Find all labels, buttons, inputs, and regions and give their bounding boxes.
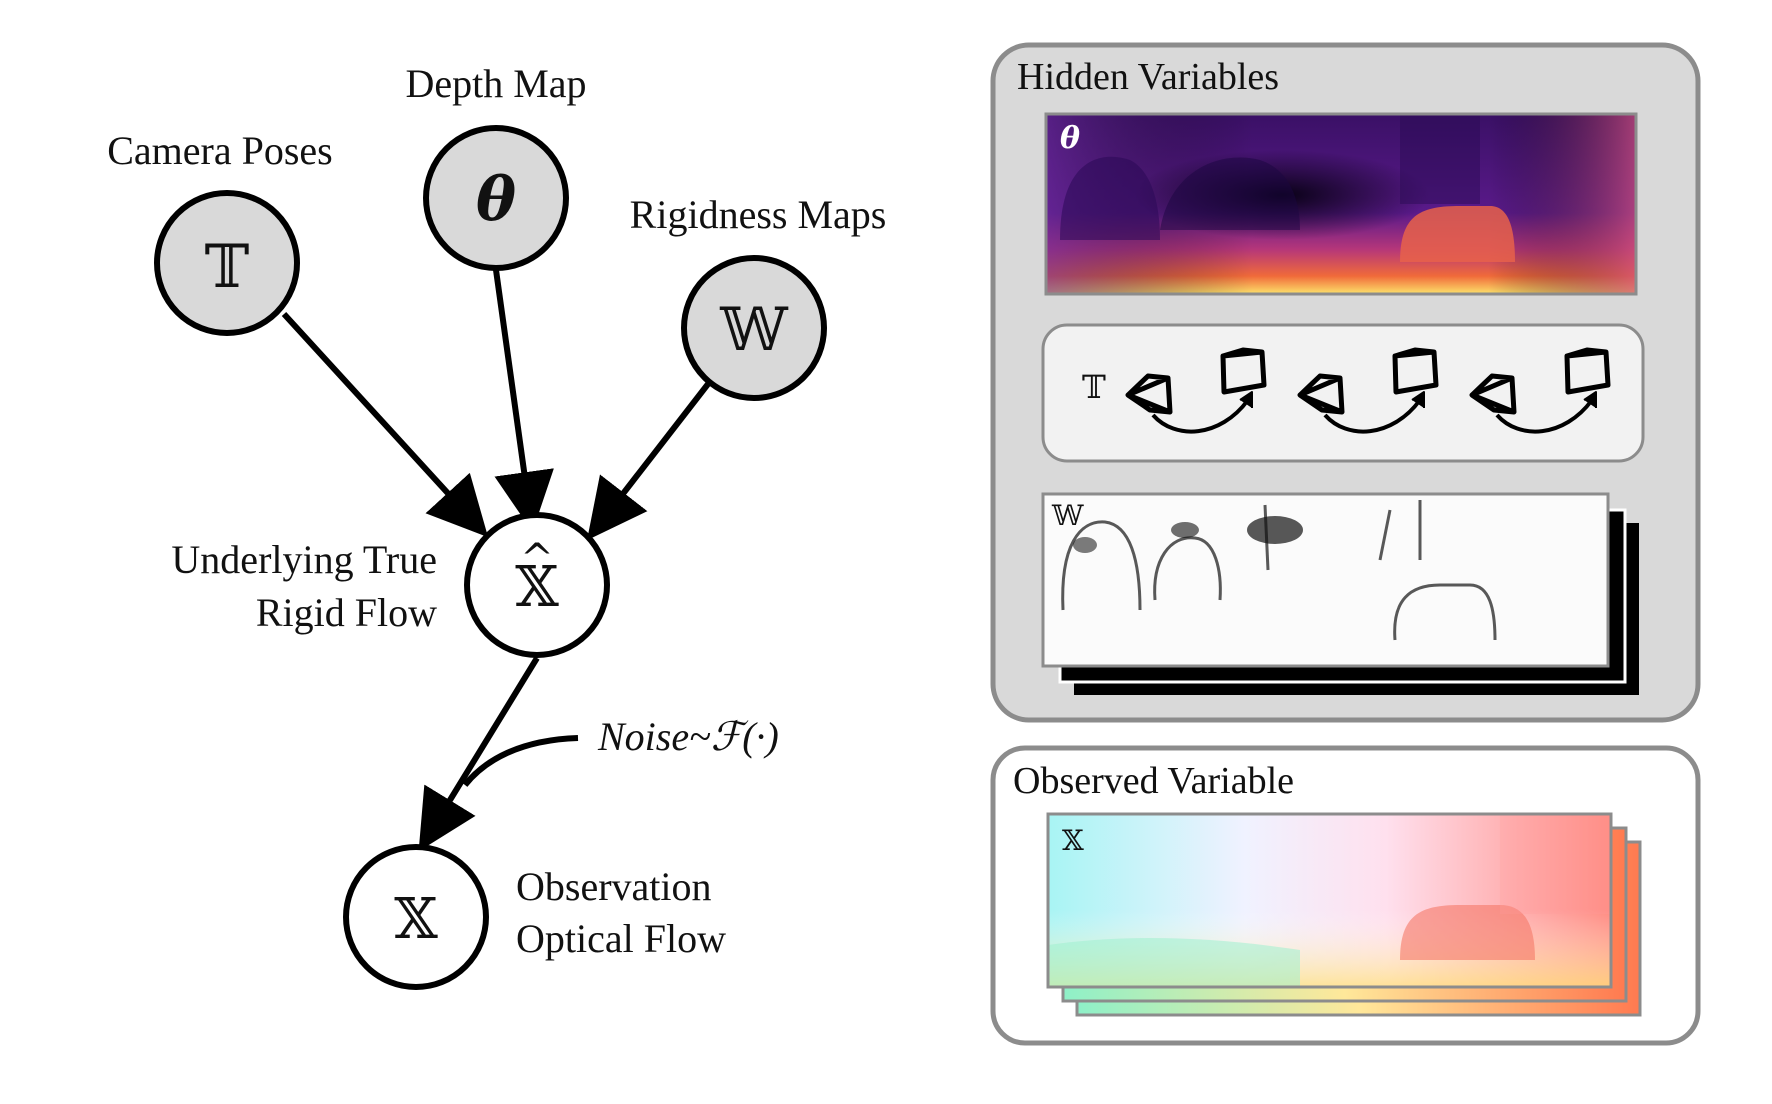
camera-poses-node	[154, 190, 300, 336]
true-rigid-flow-symbol: 𝕏	[515, 555, 559, 620]
true-rigid-flow-label-line2: Rigid Flow	[256, 590, 437, 635]
edge-true-flow-to-observation	[418, 656, 540, 852]
observation-flow-node	[343, 844, 489, 990]
noise-label: Noise~ℱ(·)	[597, 714, 779, 759]
observed-variable-title: Observed Variable	[1013, 760, 1294, 802]
noise-curve-arrow	[462, 735, 579, 787]
hidden-variables-title: Hidden Variables	[1017, 56, 1279, 98]
camera-pair-2	[1297, 347, 1439, 434]
flow-image-tag: 𝕏	[1062, 824, 1084, 857]
camera-poses-label: Camera Poses	[107, 128, 333, 173]
edge-camera-to-true-flow	[281, 311, 489, 538]
depth-map-symbol: θ	[476, 165, 516, 235]
observation-flow-label-line2: Optical Flow	[516, 916, 726, 961]
rigidness-maps-label: Rigidness Maps	[630, 192, 887, 237]
edge-depth-to-true-flow	[493, 269, 554, 532]
rigidness-maps-stack	[1041, 492, 1639, 695]
observation-flow-label-line1: Observation	[516, 864, 712, 909]
camera-poses-symbol: 𝕋	[205, 232, 250, 302]
rigidness-maps-node	[681, 255, 827, 401]
rigidness-maps-symbol: 𝕎	[719, 295, 789, 365]
true-rigid-flow-hat: ^	[520, 536, 554, 582]
depth-map-node	[423, 125, 569, 271]
depth-image-tag: θ	[1060, 121, 1080, 156]
true-rigid-flow-node	[464, 512, 610, 658]
camera-pair-1	[1125, 347, 1267, 434]
depth-map-image	[1044, 112, 1638, 296]
optical-flow-stack	[1046, 812, 1642, 1017]
pose-strip-tag: 𝕋	[1082, 368, 1106, 406]
edge-rigidness-to-true-flow	[586, 382, 711, 541]
depth-map-label: Depth Map	[405, 61, 586, 106]
true-rigid-flow-label-line1: Underlying True	[171, 537, 437, 582]
rigidness-image-tag: 𝕎	[1051, 499, 1084, 532]
observation-flow-symbol: 𝕏	[394, 887, 438, 952]
camera-pair-3	[1469, 347, 1611, 434]
